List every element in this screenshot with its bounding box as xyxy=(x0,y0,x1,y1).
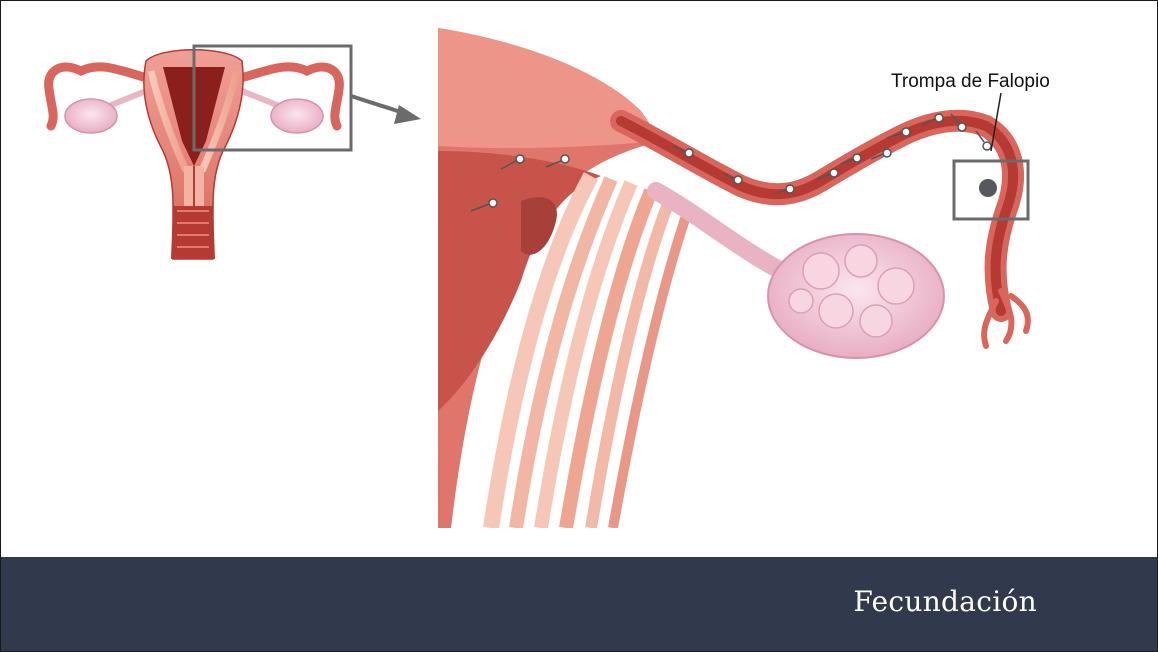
small-right-ovary xyxy=(271,99,323,133)
zoom-ovary xyxy=(768,234,944,358)
egg-cell xyxy=(979,179,997,197)
footer-bar: Fecundación xyxy=(1,557,1157,651)
small-left-ovary xyxy=(65,99,117,133)
callout-label: Trompa de Falopio xyxy=(891,71,1050,92)
zoom-arrow xyxy=(351,96,421,124)
slide-title: Fecundación xyxy=(853,585,1037,618)
zoomed-illustration xyxy=(438,28,1028,528)
diagram-canvas: Trompa de Falopio xyxy=(1,1,1157,557)
